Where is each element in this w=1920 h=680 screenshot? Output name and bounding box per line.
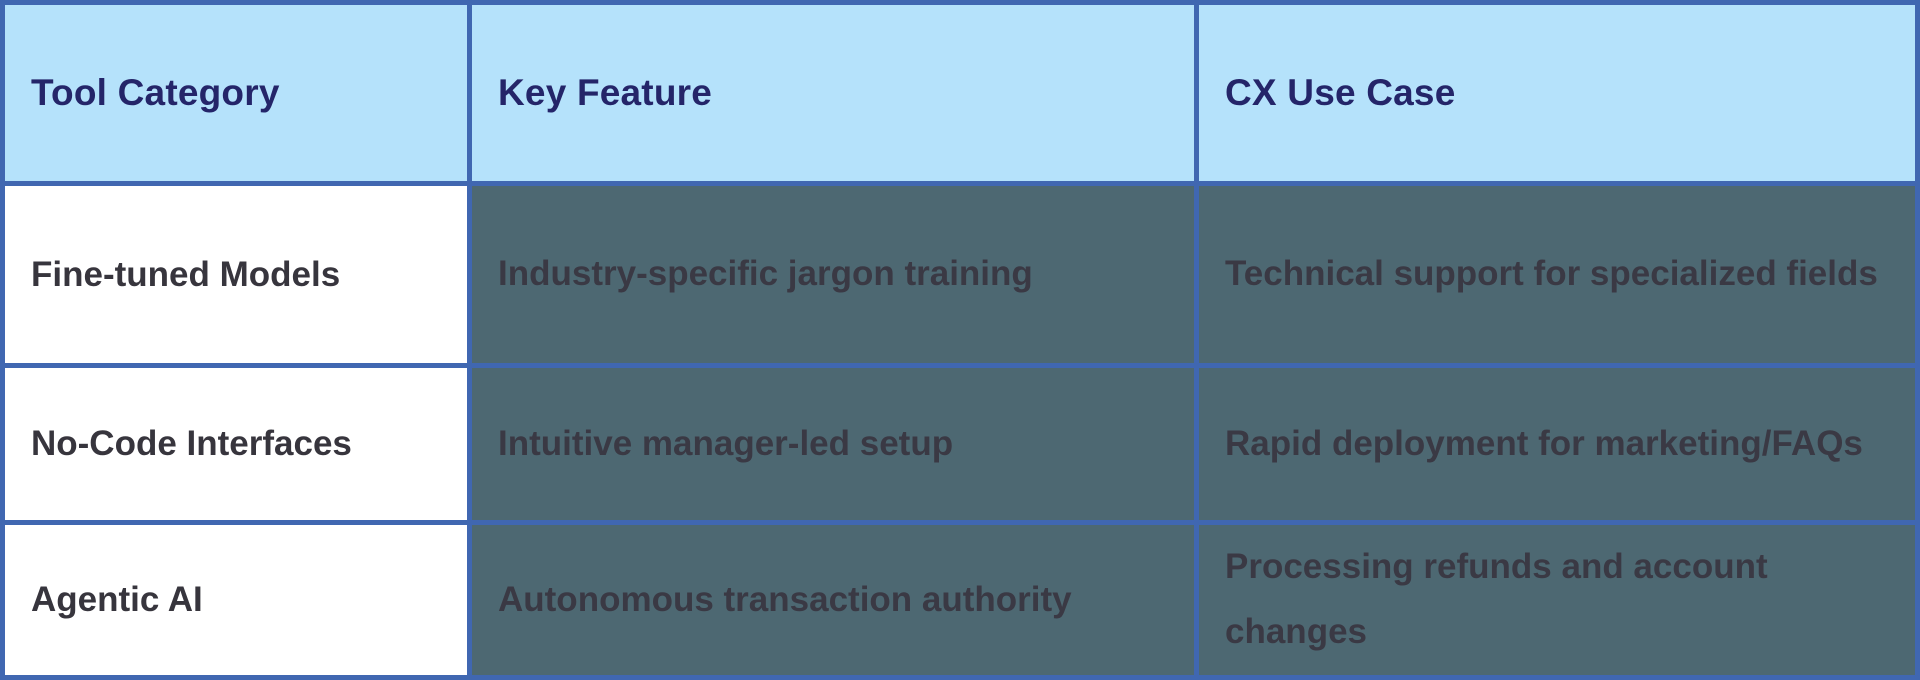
header-cell-cx-use-case: CX Use Case bbox=[1199, 5, 1915, 181]
cell-feature-fine-tuned-models: Industry-specific jargon training bbox=[472, 186, 1194, 363]
cell-category-no-code-interfaces: No-Code Interfaces bbox=[5, 368, 467, 520]
cell-use-case-fine-tuned-models: Technical support for specialized fields bbox=[1199, 186, 1915, 363]
column-header-label: Tool Category bbox=[31, 72, 280, 113]
header-cell-tool-category: Tool Category bbox=[5, 5, 467, 181]
use-case-label: Technical support for specialized fields bbox=[1225, 254, 1878, 294]
use-case-label: Processing refunds and account changes bbox=[1225, 547, 1768, 651]
feature-label: Industry-specific jargon training bbox=[498, 254, 1033, 294]
feature-label: Intuitive manager-led setup bbox=[498, 423, 954, 463]
cell-feature-agentic-ai: Autonomous transaction authority bbox=[472, 525, 1194, 675]
cell-feature-no-code-interfaces: Intuitive manager-led setup bbox=[472, 368, 1194, 520]
cell-use-case-agentic-ai: Processing refunds and account changes bbox=[1199, 525, 1915, 675]
column-header-label: Key Feature bbox=[498, 72, 713, 113]
cell-category-agentic-ai: Agentic AI bbox=[5, 525, 467, 675]
cell-category-fine-tuned-models: Fine-tuned Models bbox=[5, 186, 467, 363]
category-label: Fine-tuned Models bbox=[31, 254, 341, 294]
feature-label: Autonomous transaction authority bbox=[498, 579, 1072, 619]
use-case-label: Rapid deployment for marketing/FAQs bbox=[1225, 423, 1863, 463]
column-header-label: CX Use Case bbox=[1225, 72, 1456, 113]
category-label: Agentic AI bbox=[31, 580, 203, 619]
category-label: No-Code Interfaces bbox=[31, 424, 352, 463]
cell-use-case-no-code-interfaces: Rapid deployment for marketing/FAQs bbox=[1199, 368, 1915, 520]
header-cell-key-feature: Key Feature bbox=[472, 5, 1194, 181]
